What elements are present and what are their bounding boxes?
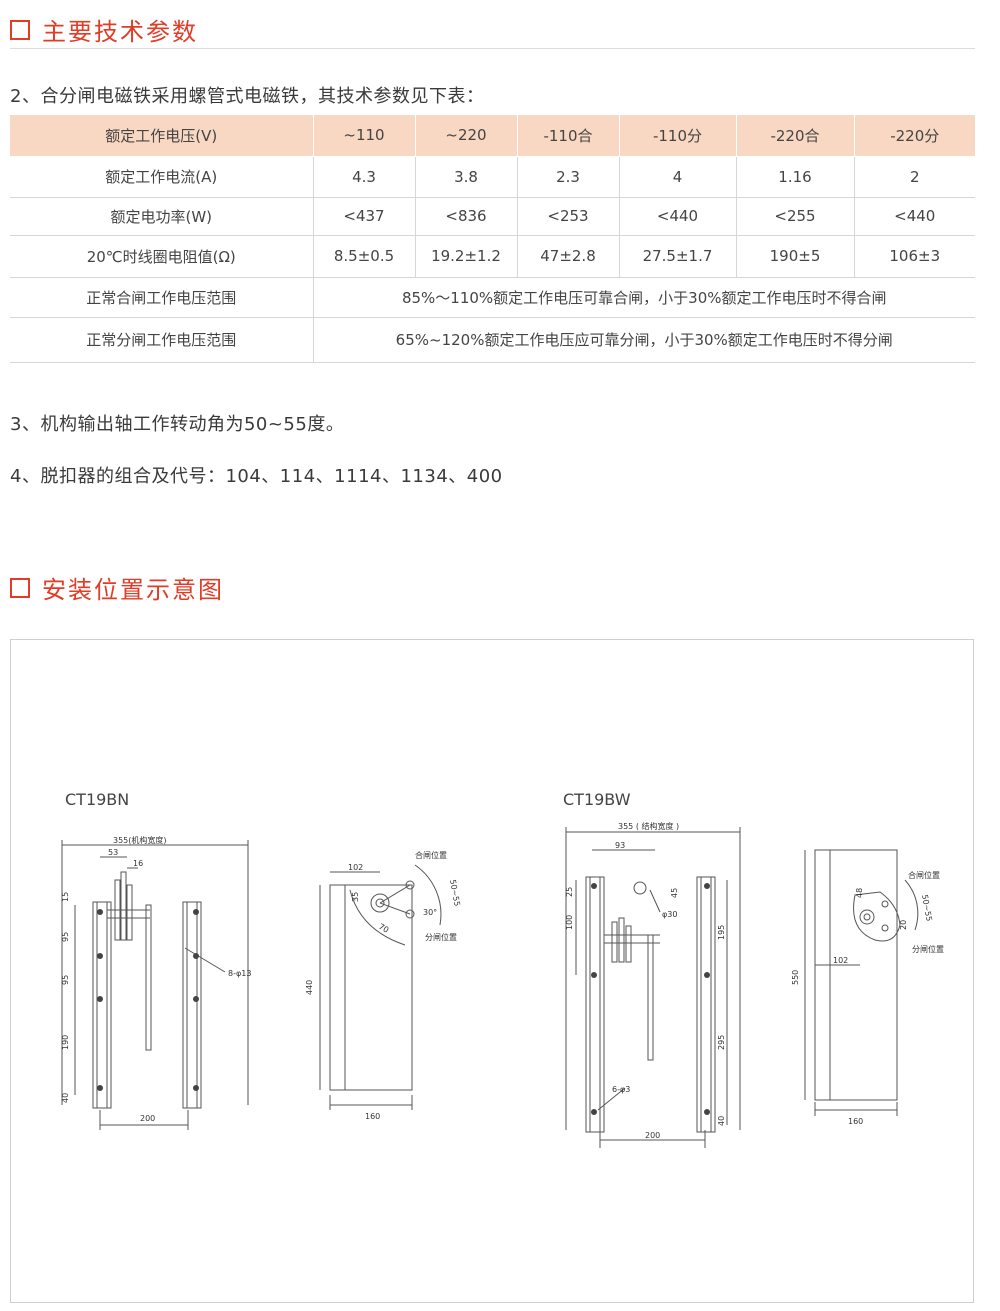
table-cell: 47±2.8 — [517, 235, 620, 278]
table-row: 额定工作电流(A) 4.3 3.8 2.3 4 1.16 2 — [10, 156, 975, 198]
dim-label: 195 — [717, 925, 726, 940]
table-cell: 20℃时线圈电阻值(Ω) — [10, 235, 314, 278]
dim-label: 190 — [61, 1035, 70, 1050]
table-cell: 4 — [619, 156, 737, 198]
diagram-frame — [10, 639, 974, 1303]
table-header-cell: -220分 — [854, 115, 975, 157]
table-cell: 27.5±1.7 — [619, 235, 737, 278]
dim-label: 102 — [833, 956, 848, 965]
table-header-cell: -110合 — [517, 115, 620, 157]
dim-label: 95 — [61, 932, 70, 942]
model-label-left: CT19BN — [65, 790, 130, 809]
table-cell: 额定电功率(W) — [10, 197, 314, 236]
dim-label: 合闸位置 — [908, 870, 940, 880]
table-cell: 19.2±1.2 — [415, 235, 518, 278]
table-cell: <437 — [313, 197, 416, 236]
table-row: 正常分闸工作电压范围 65%~120%额定工作电压应可靠分闸，小于30%额定工作… — [10, 317, 975, 363]
dim-label: 40 — [717, 1116, 726, 1126]
table-cell: 65%~120%额定工作电压应可靠分闸，小于30%额定工作电压时不得分闸 — [313, 317, 975, 363]
spec-table: 额定工作电压(V) ~110 ~220 -110合 -110分 -220合 -2… — [10, 115, 975, 363]
table-header-cell: -220合 — [736, 115, 855, 157]
table-cell: 8.5±0.5 — [313, 235, 416, 278]
section-title-specs: 主要技术参数 — [42, 18, 198, 46]
dim-label: 70 — [377, 922, 390, 935]
paragraph-4: 4、脱扣器的组合及代号：104、114、1114、1134、400 — [10, 466, 503, 487]
table-cell: 正常分闸工作电压范围 — [10, 317, 314, 363]
dim-label: φ30 — [662, 910, 677, 919]
table-cell: 85%～110%额定工作电压可靠合闸，小于30%额定工作电压时不得合闸 — [313, 277, 975, 318]
paragraph-3: 3、机构输出轴工作转动角为50~55度。 — [10, 414, 345, 435]
dim-label: 合闸位置 — [415, 850, 447, 860]
dim-label: 295 — [717, 1035, 726, 1050]
table-cell: <255 — [736, 197, 855, 236]
dim-label: 6-φ3 — [612, 1085, 630, 1094]
dim-label: 20 — [899, 920, 908, 930]
table-row: 正常合闸工作电压范围 85%～110%额定工作电压可靠合闸，小于30%额定工作电… — [10, 277, 975, 318]
dim-label: 分闸位置 — [912, 944, 944, 954]
section-header-install: 安装位置示意图 — [10, 570, 224, 605]
table-cell: 106±3 — [854, 235, 975, 278]
dim-label: 102 — [348, 863, 363, 872]
table-cell: 1.16 — [736, 156, 855, 198]
square-marker-icon — [10, 19, 30, 40]
table-cell: <253 — [517, 197, 620, 236]
dim-label: 200 — [645, 1131, 660, 1140]
model-label-right: CT19BW — [563, 790, 631, 809]
table-cell: 2 — [854, 156, 975, 198]
table-header-cell: ~220 — [415, 115, 518, 157]
table-cell: 额定工作电流(A) — [10, 156, 314, 198]
table-cell: 4.3 — [313, 156, 416, 198]
section-header-specs: 主要技术参数 — [10, 12, 198, 47]
table-cell: <836 — [415, 197, 518, 236]
dim-label: 160 — [365, 1112, 380, 1121]
table-cell: 3.8 — [415, 156, 518, 198]
dim-label: 93 — [615, 841, 625, 850]
dim-label: 30° — [423, 908, 437, 917]
table-cell: 190±5 — [736, 235, 855, 278]
dim-label: 160 — [848, 1117, 863, 1126]
dim-label: 355(机构宽度) — [113, 835, 167, 845]
dim-label: 550 — [791, 970, 800, 985]
dim-label: 16 — [133, 859, 143, 868]
dim-label: 分闸位置 — [425, 932, 457, 942]
dim-label: 440 — [305, 980, 314, 995]
table-row: 20℃时线圈电阻值(Ω) 8.5±0.5 19.2±1.2 47±2.8 27.… — [10, 235, 975, 278]
paragraph-2: 2、合分闸电磁铁采用螺管式电磁铁，其技术参数见下表： — [10, 86, 485, 107]
dim-label: 35 — [351, 892, 360, 902]
dim-label: 200 — [140, 1114, 155, 1123]
dim-label: 8-φ13 — [228, 969, 251, 978]
dim-label: 100 — [565, 915, 574, 930]
dim-label: 45 — [670, 888, 679, 898]
table-cell: <440 — [854, 197, 975, 236]
dim-label: 15 — [61, 892, 70, 902]
table-cell: <440 — [619, 197, 737, 236]
table-cell: 正常合闸工作电压范围 — [10, 277, 314, 318]
dim-label: 48 — [855, 888, 864, 898]
divider — [10, 48, 975, 49]
dim-label: 355 ( 结构宽度 ) — [618, 821, 679, 831]
square-marker-icon — [10, 577, 30, 598]
table-header-cell: 额定工作电压(V) — [10, 115, 314, 157]
dim-label: 53 — [108, 848, 118, 857]
table-row: 额定电功率(W) <437 <836 <253 <440 <255 <440 — [10, 197, 975, 236]
table-header-row: 额定工作电压(V) ~110 ~220 -110合 -110分 -220合 -2… — [10, 115, 975, 157]
dim-label: 50~55 — [920, 894, 934, 922]
table-header-cell: ~110 — [313, 115, 416, 157]
table-cell: 2.3 — [517, 156, 620, 198]
dim-label: 25 — [565, 887, 574, 897]
table-header-cell: -110分 — [619, 115, 737, 157]
dim-label: 40 — [61, 1093, 70, 1103]
dim-label: 95 — [61, 975, 70, 985]
section-title-install: 安装位置示意图 — [42, 576, 224, 604]
